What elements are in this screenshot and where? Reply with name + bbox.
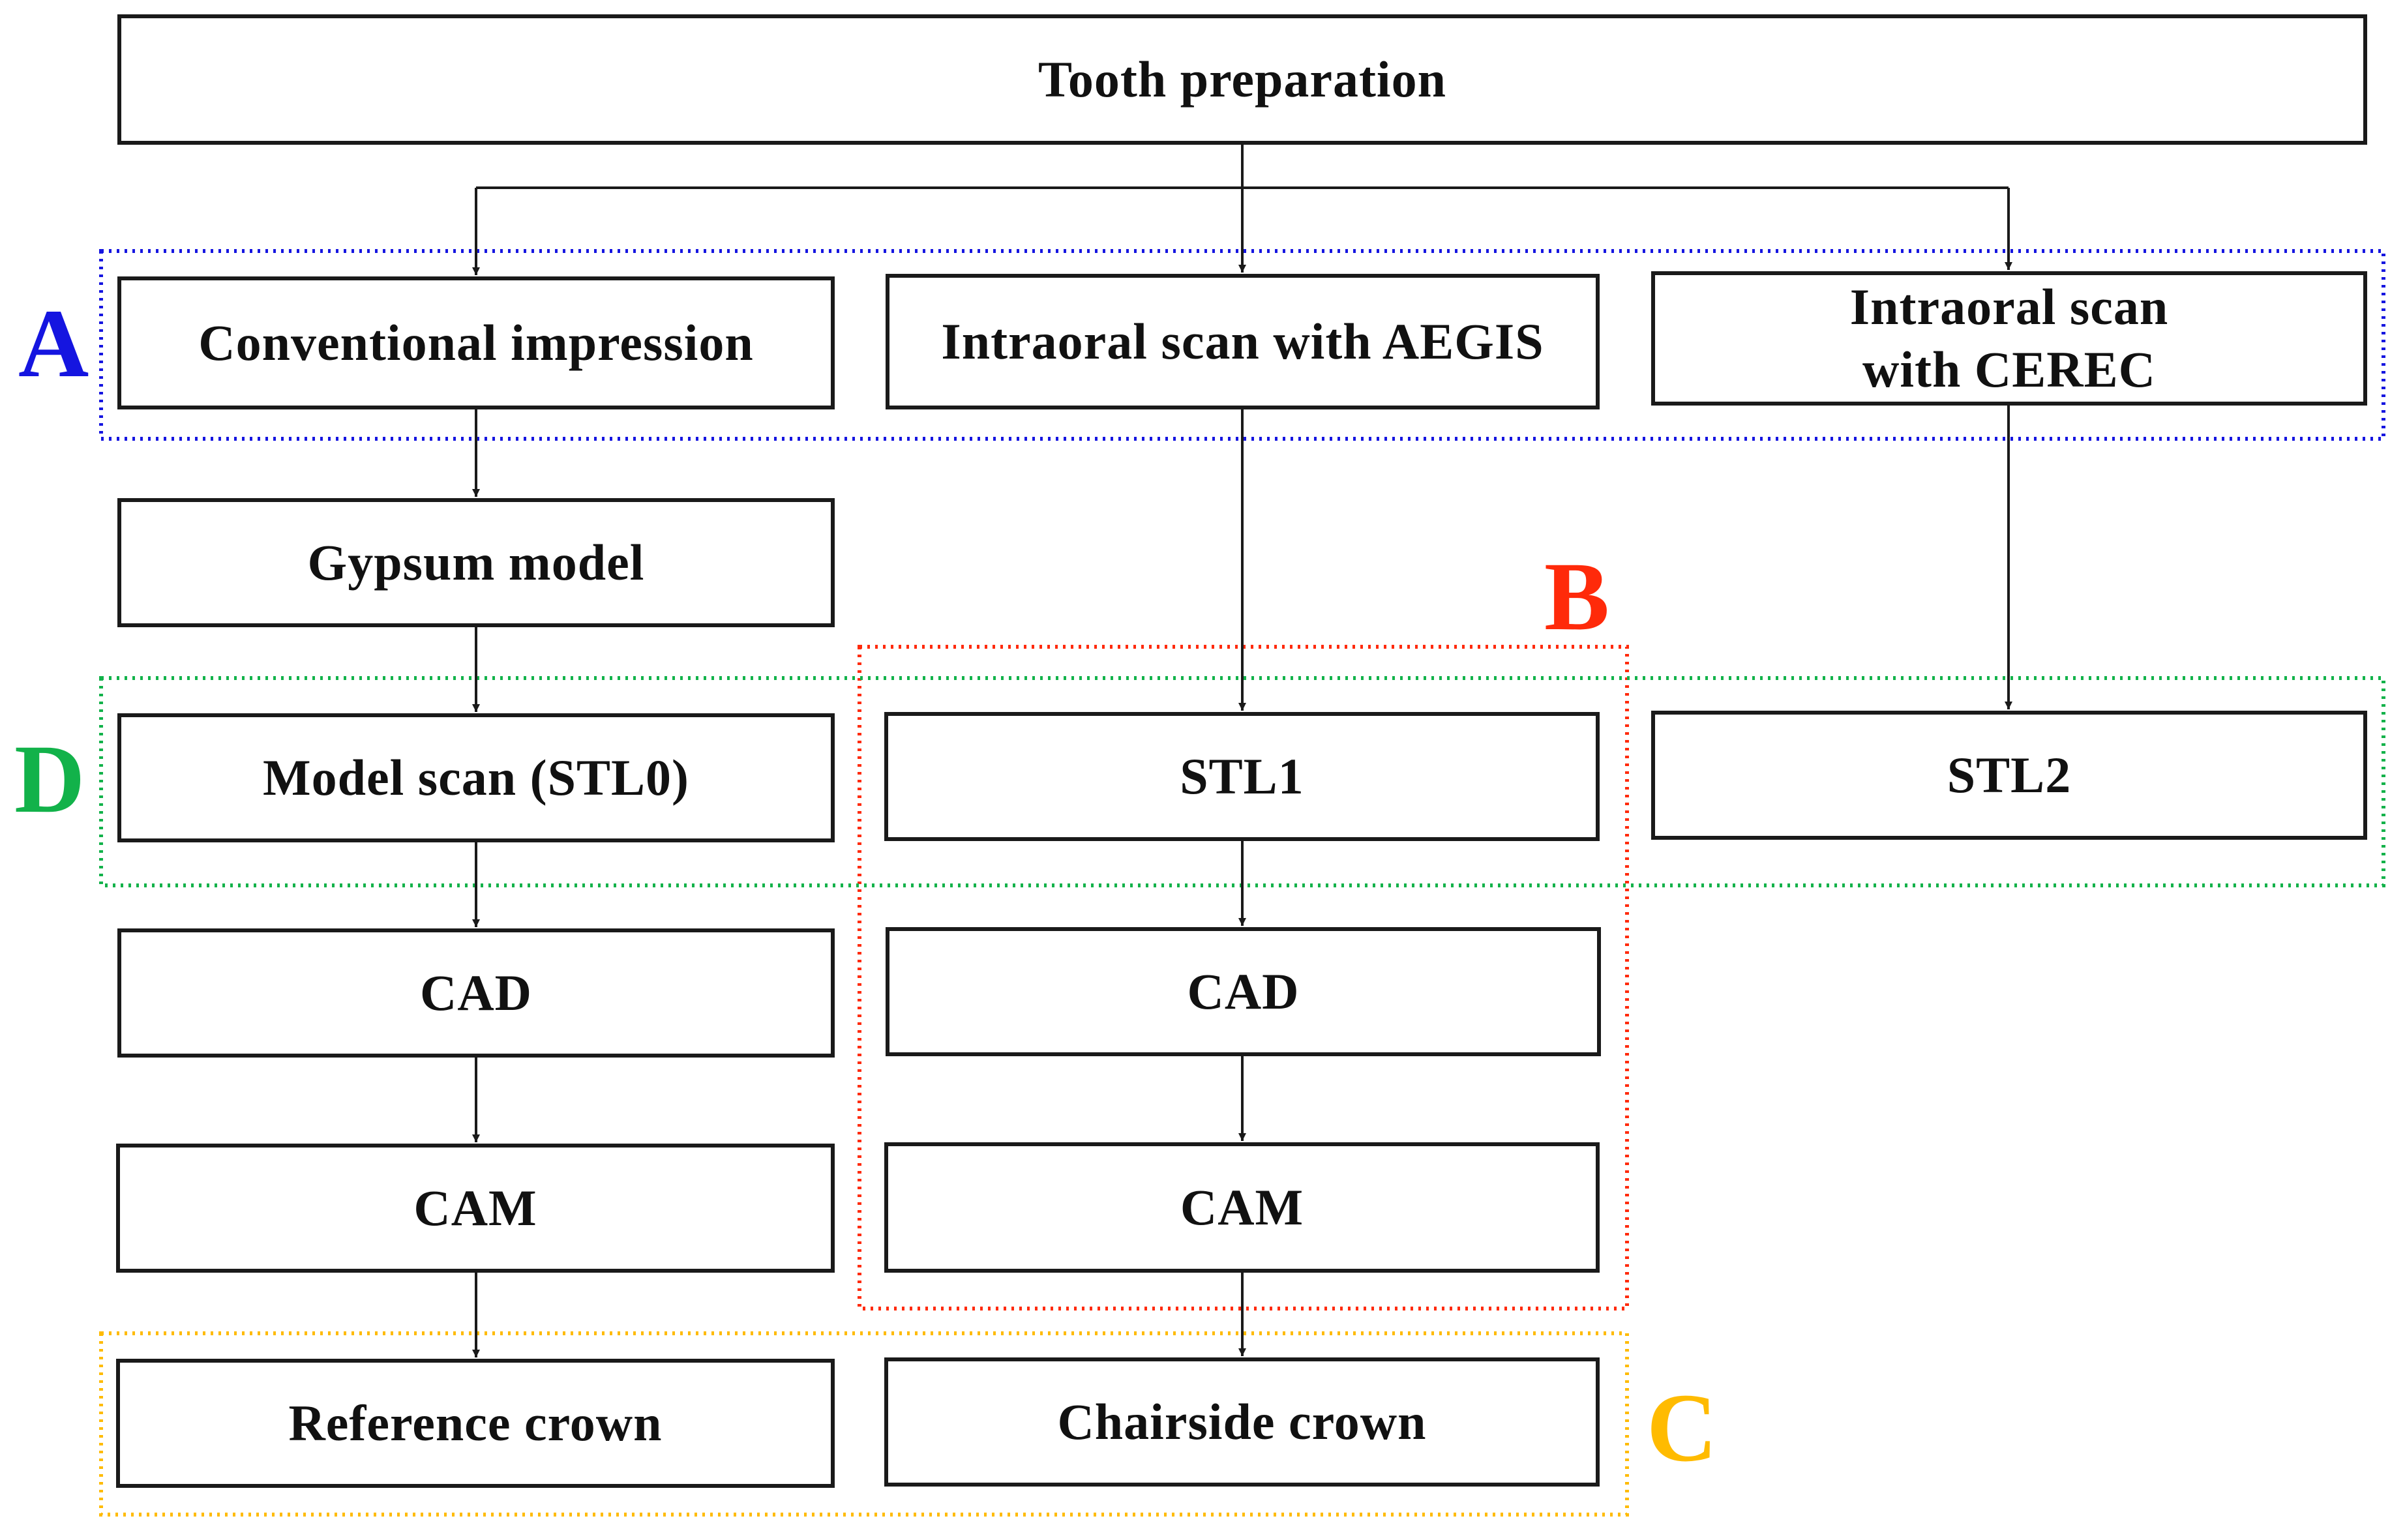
node-cam-left: CAM bbox=[116, 1144, 835, 1273]
group-d-label: D bbox=[14, 725, 85, 833]
node-intraoral-cerec: Intraoral scan with CEREC bbox=[1651, 271, 2367, 406]
node-cad-mid: CAD bbox=[886, 927, 1601, 1056]
node-tooth-preparation: Tooth preparation bbox=[117, 14, 2367, 145]
node-gypsum-model: Gypsum model bbox=[117, 498, 835, 627]
group-c-label: C bbox=[1647, 1374, 1718, 1482]
group-b-label: B bbox=[1544, 542, 1610, 651]
node-stl2: STL2 bbox=[1651, 711, 2367, 840]
node-chairside-crown: Chairside crown bbox=[884, 1357, 1600, 1487]
node-cam-mid: CAM bbox=[884, 1142, 1600, 1273]
node-cad-left: CAD bbox=[117, 928, 835, 1058]
node-conventional-impression: Conventional impression bbox=[117, 276, 835, 409]
group-a-frame bbox=[99, 249, 2385, 441]
node-intraoral-aegis: Intraoral scan with AEGIS bbox=[886, 274, 1600, 409]
node-stl1: STL1 bbox=[884, 712, 1600, 841]
group-a-label: A bbox=[18, 289, 89, 398]
node-reference-crown: Reference crown bbox=[116, 1359, 835, 1488]
node-model-scan-stl0: Model scan (STL0) bbox=[117, 713, 835, 842]
